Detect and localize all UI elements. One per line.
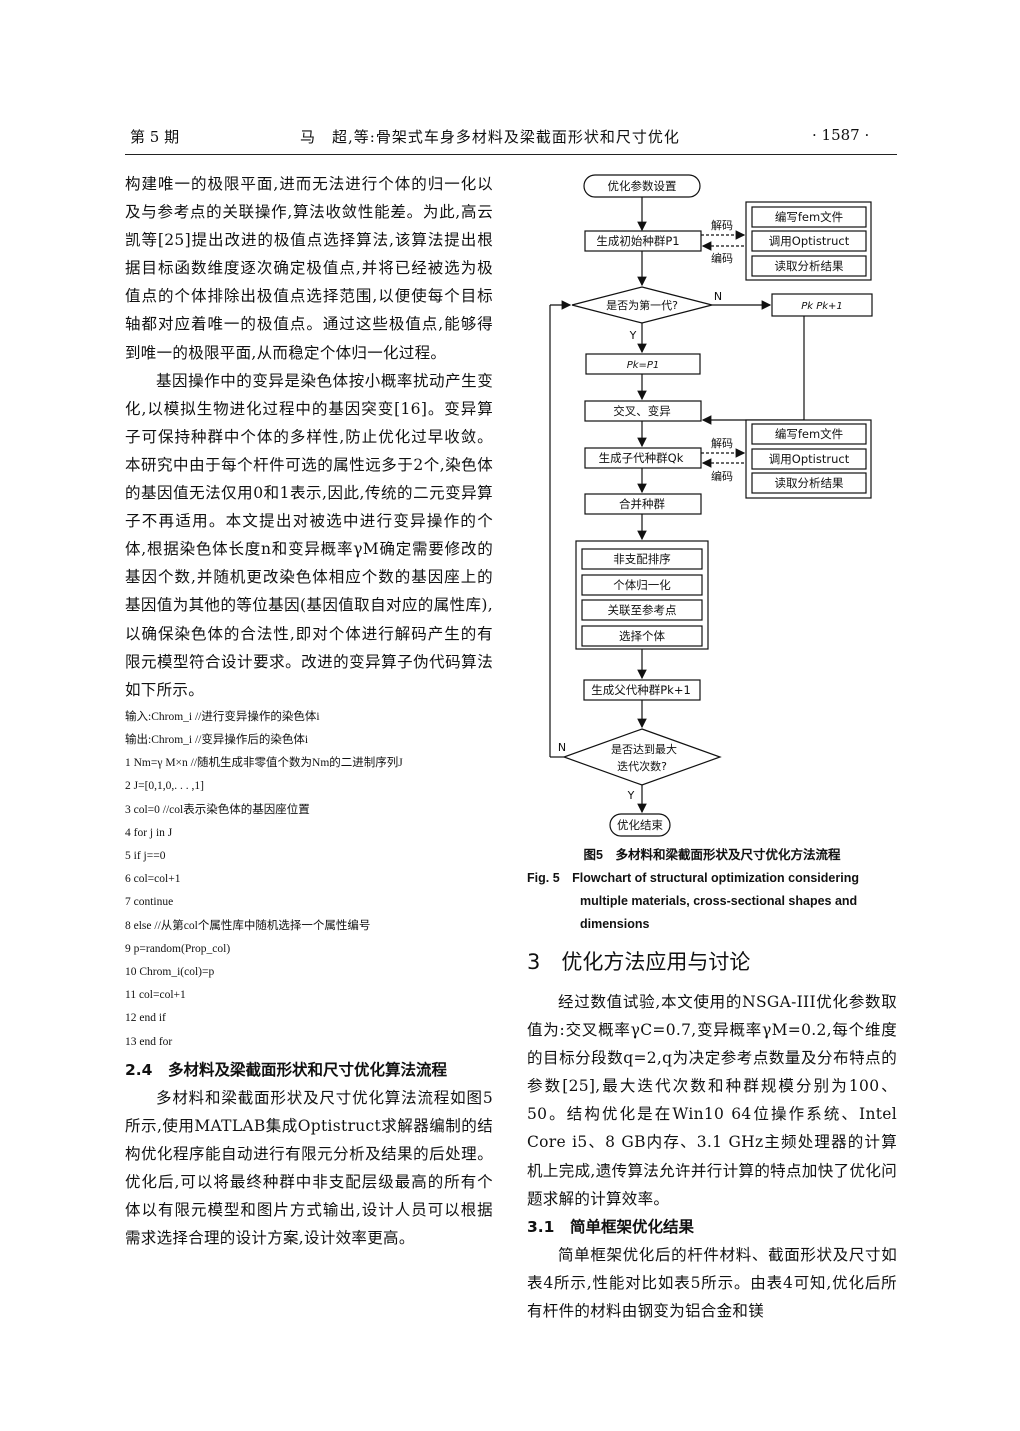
flow-pk: Pk Pk+1	[801, 301, 843, 312]
code-line: 6 col=col+1	[125, 873, 181, 886]
flow-cross: 交叉、变异	[613, 404, 671, 418]
flow-decode-2: 解码	[711, 436, 733, 450]
code-line: 2 J=[0,1,0,. . . ,1]	[125, 780, 204, 793]
running-header: 第 5 期 马 超,等:骨架式车身多材料及梁截面形状和尺寸优化 · 1587 ·	[130, 126, 895, 152]
flow-parent: 生成父代种群Pk+1	[591, 683, 691, 697]
flow-read-1: 读取分析结果	[775, 259, 844, 273]
flow-assoc: 关联至参考点	[608, 603, 677, 617]
flow-read-2: 读取分析结果	[775, 476, 844, 490]
flow-nds: 非支配排序	[613, 552, 671, 566]
flow-select: 选择个体	[619, 629, 665, 643]
code-line: 输入:Chrom_i //进行变异操作的染色体i	[125, 710, 320, 723]
caption-en-1: Fig. 5 Flowchart of structural optimizat…	[527, 871, 859, 885]
flow-no-1: N	[714, 290, 722, 303]
flow-pk-p1: Pk=P1	[627, 360, 660, 371]
code-line: 7 continue	[125, 896, 174, 909]
flow-opt-2: 调用Optistruct	[769, 452, 850, 466]
code-line: 8 else //从第col个属性库中随机选择一个属性编号	[125, 919, 371, 932]
paragraph-5: 简单框架优化后的杆件材料、截面形状及尺寸如表4所示,性能对比如表5所示。由表4可…	[527, 1245, 897, 1320]
code-line: 11 col=col+1	[125, 989, 186, 1002]
code-line: 10 Chrom_i(col)=p	[125, 966, 215, 979]
section-heading-3-1: 3.1 简单框架优化结果	[527, 1217, 694, 1236]
section-heading-2-4: 2.4 多材料及梁截面形状和尺寸优化算法流程	[125, 1060, 447, 1079]
code-line: 9 p=random(Prop_col)	[125, 942, 231, 955]
flow-yes-1: Y	[629, 329, 637, 342]
issue-number: 第 5 期	[130, 128, 180, 146]
caption-en-3: dimensions	[580, 917, 650, 931]
left-column: 构建唯一的极限平面,进而无法进行个体的归一化以及与参考点的关联操作,算法收敛性能…	[125, 170, 493, 1252]
flow-first-gen: 是否为第一代?	[606, 298, 678, 312]
code-line: 输出:Chrom_i //变异操作后的染色体i	[125, 733, 309, 746]
paragraph-4: 经过数值试验,本文使用的NSGA-III优化参数取值为:交叉概率γC=0.7,变…	[527, 993, 897, 1208]
caption-en-2: multiple materials, cross-sectional shap…	[580, 894, 858, 908]
pseudocode: 输入:Chrom_i //进行变异操作的染色体i 输出:Chrom_i //变异…	[125, 706, 493, 1054]
flow-norm: 个体归一化	[613, 578, 671, 592]
flow-opt-1: 调用Optistruct	[769, 234, 850, 248]
flow-max-q1: 是否达到最大	[611, 742, 677, 756]
right-column: 3 优化方法应用与讨论 经过数值试验,本文使用的NSGA-III优化参数取值为:…	[527, 944, 897, 1325]
flow-init: 生成初始种群P1	[596, 234, 679, 248]
paragraph-1: 构建唯一的极限平面,进而无法进行个体的归一化以及与参考点的关联操作,算法收敛性能…	[125, 175, 493, 362]
flow-max-q2: 迭代次数?	[617, 759, 667, 773]
section-heading-3: 3 优化方法应用与讨论	[527, 950, 751, 974]
code-line: 13 end for	[125, 1035, 173, 1048]
header-rule	[125, 154, 897, 155]
paragraph-2: 基因操作中的变异是染色体按小概率扰动产生变化,以模拟生物进化过程中的基因突变[1…	[125, 371, 493, 699]
flow-child: 生成子代种群Qk	[599, 451, 684, 465]
flow-yes-2: Y	[627, 789, 635, 802]
flow-encode-2: 编码	[711, 469, 733, 483]
flow-end: 优化结束	[617, 818, 663, 832]
flow-start: 优化参数设置	[608, 179, 677, 193]
flow-no-2: N	[558, 741, 566, 754]
page-number: · 1587 ·	[812, 126, 870, 144]
code-line: 4 for j in J	[125, 826, 173, 839]
flow-merge: 合并种群	[619, 497, 665, 511]
flowchart: 优化参数设置 生成初始种群P1 解码 编码 编写fem文件 调用Optistru…	[549, 174, 873, 837]
code-line: 3 col=0 //col表示染色体的基因座位置	[125, 803, 310, 816]
flow-decode-1: 解码	[711, 218, 733, 232]
figure-caption: 图5 多材料和梁截面形状及尺寸优化方法流程 Fig. 5 Flowchart o…	[527, 844, 897, 936]
code-line: 12 end if	[125, 1012, 166, 1025]
paragraph-3: 多材料和梁截面形状及尺寸优化算法流程如图5所示,使用MATLAB集成Optist…	[125, 1088, 493, 1248]
caption-cn: 图5 多材料和梁截面形状及尺寸优化方法流程	[583, 848, 841, 862]
code-line: 1 Nm=γ M×n //随机生成非零值个数为Nm的二进制序列J	[125, 757, 403, 770]
flow-fem-2: 编写fem文件	[775, 427, 843, 441]
running-title: 马 超,等:骨架式车身多材料及梁截面形状和尺寸优化	[300, 128, 680, 146]
code-line: 5 if j==0	[125, 850, 166, 862]
flow-fem-1: 编写fem文件	[775, 210, 843, 224]
flow-encode-1: 编码	[711, 251, 733, 265]
